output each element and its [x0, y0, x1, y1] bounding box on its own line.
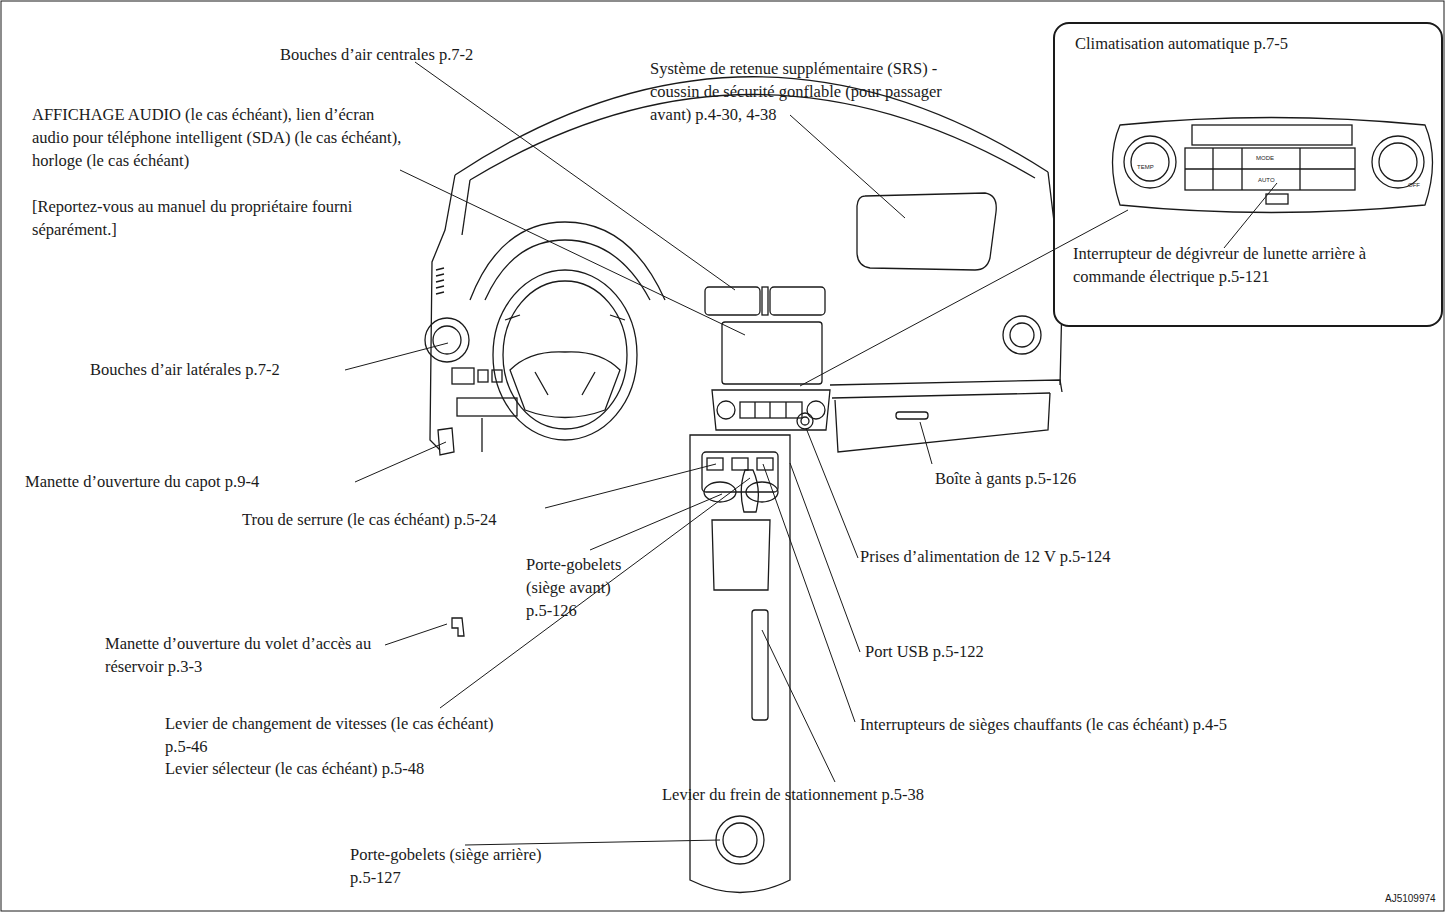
figure-code: AJ5109974 [1385, 893, 1436, 905]
button-label: MODE [1256, 154, 1274, 162]
callout-label: Levier du frein de stationnement p.5-38 [662, 783, 924, 806]
callout-label: [Reportez-vous au manuel du propriétaire… [32, 195, 407, 241]
callout-label: Interrupteurs de sièges chauffants (le c… [860, 713, 1227, 736]
callout-label: Manette d’ouverture du volet d’accès au … [105, 632, 375, 678]
button-label: AUTO [1258, 176, 1275, 184]
callout-label: Boîte à gants p.5-126 [935, 467, 1076, 490]
callout-label: Système de retenue supplémentaire (SRS) … [650, 57, 980, 126]
callout-label: Levier sélecteur (le cas échéant) p.5-48 [165, 757, 424, 780]
callout-label: Port USB p.5-122 [865, 640, 984, 663]
inset-box: Climatisation automatique p.7-5Interrupt… [1053, 22, 1443, 327]
callout-label: Levier de changement de vitesses (le cas… [165, 712, 510, 758]
callout-label: AFFICHAGE AUDIO (le cas échéant), lien d… [32, 103, 407, 172]
callout-label: Porte-gobelets (siège avant) p.5-126 [526, 553, 638, 622]
callout-label: Porte-gobelets (siège arrière) p.5-127 [350, 843, 560, 889]
callout-label: Trou de serrure (le cas échéant) p.5-24 [242, 508, 497, 531]
callout-label: Manette d’ouverture du capot p.9-4 [25, 470, 259, 493]
button-label: OFF [1408, 181, 1420, 189]
inset-heading: Climatisation automatique p.7-5 [1075, 32, 1435, 55]
button-label: TEMP [1137, 163, 1154, 171]
callout-label: Bouches d’air latérales p.7-2 [90, 358, 280, 381]
callout-label: Interrupteur de dégivreur de lunette arr… [1073, 242, 1403, 288]
callout-label: Prises d’alimentation de 12 V p.5-124 [860, 545, 1111, 568]
callout-label: Bouches d’air centrales p.7-2 [280, 43, 473, 66]
